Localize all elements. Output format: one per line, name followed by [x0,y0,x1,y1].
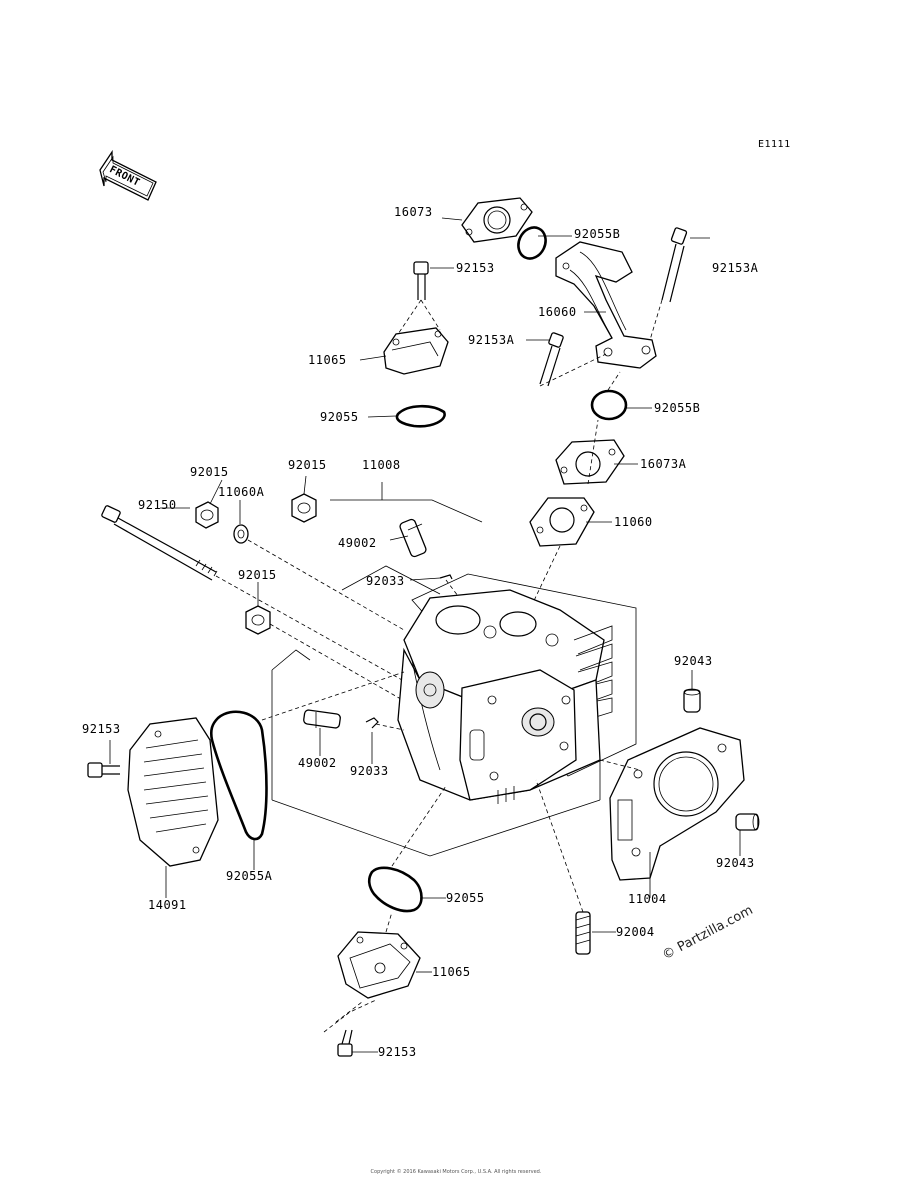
cylinder-head-11008-part [397,573,637,804]
bolt-92153a-mid [539,332,564,387]
label-92004: 92004 [616,925,655,939]
label-92153-left: 92153 [82,722,121,736]
label-92153-top: 92153 [456,261,495,275]
clip-92033-bot [365,717,379,729]
washer-11060a [233,524,249,544]
label-92153a-top: 92153A [712,261,759,275]
cover-11065-top [383,327,449,375]
bolt-92153a-top [661,227,688,303]
head-gasket-11004-part [609,727,745,881]
o-ring-92055-bot [367,866,423,913]
label-92150: 92150 [138,498,177,512]
nut-92015-c [245,605,271,635]
stud-bolt-92150 [101,505,218,581]
intake-pipe-16060-part [555,241,657,369]
label-92043-bot: 92043 [716,856,755,870]
label-16073a: 16073A [640,457,687,471]
cover-14091-part [127,717,219,867]
label-11065-bot: 11065 [432,965,471,979]
stud-92004 [575,911,591,955]
flange-16073-part [461,197,533,243]
label-16073: 16073 [394,205,433,219]
label-11004: 11004 [628,892,667,906]
label-14091: 14091 [148,898,187,912]
o-ring-92055-top [395,404,446,428]
front-arrow-icon [99,149,157,201]
valve-guide-49002-top [399,518,427,558]
o-ring-92055b-mid [590,389,628,421]
gasket-11060-part [529,497,595,547]
label-49002-top: 49002 [338,536,377,550]
label-92055-top: 92055 [320,410,359,424]
o-ring-92055b-top [517,226,547,260]
label-92033-top: 92033 [366,574,405,588]
label-92043-top: 92043 [674,654,713,668]
flange-16073a-part [555,439,625,485]
bolt-92153-bot [337,1029,353,1057]
label-92055a: 92055A [226,869,273,883]
label-92015-c: 92015 [238,568,277,582]
bolt-92153-top [413,261,429,300]
gasket-92055a [209,710,268,841]
label-16060: 16060 [538,305,577,319]
label-92055b-mid: 92055B [654,401,701,415]
label-92153-bot: 92153 [378,1045,417,1059]
label-11008: 11008 [362,458,401,472]
label-92153a-mid: 92153A [468,333,515,347]
bolt-92153-left [87,762,120,778]
dowel-92043-top [683,688,701,713]
label-11060a: 11060A [218,485,265,499]
label-11060: 11060 [614,515,653,529]
clip-92033-top [439,574,453,580]
label-92015-b: 92015 [288,458,327,472]
label-92015-a: 92015 [190,465,229,479]
label-92033-bot: 92033 [350,764,389,778]
diagram-code: E1111 [758,139,791,150]
valve-guide-49002-bot [303,709,341,729]
cover-11065-bot [337,931,421,999]
copyright-notice: Copyright © 2016 Kawasaki Motors Corp., … [370,1169,542,1175]
label-92055-bot: 92055 [446,891,485,905]
label-49002-bot: 49002 [298,756,337,770]
dowel-92043-bot [735,813,760,831]
label-11065-top: 11065 [308,353,347,367]
nut-92015-b [291,493,317,523]
nut-92015-a [195,501,219,529]
label-92055b-top: 92055B [574,227,621,241]
